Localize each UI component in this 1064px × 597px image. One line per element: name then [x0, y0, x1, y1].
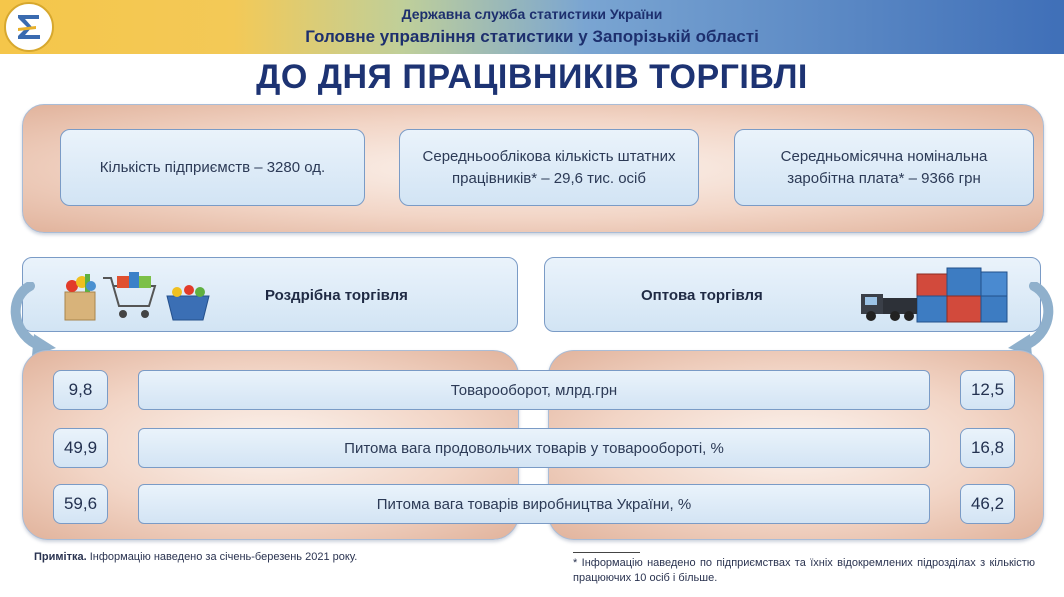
header-banner: Державна служба статистики України Голов… [0, 0, 1064, 54]
indicator-food-share-label: Питома вага продовольчих товарів у товар… [138, 428, 930, 468]
retail-section-header: Роздрібна торгівля [22, 257, 518, 332]
shopping-icon [63, 264, 213, 326]
org-name-line2: Головне управління статистики у Запорізь… [305, 27, 759, 46]
kpi-average-salary: Середньомісячна номінальна заробітна пла… [734, 129, 1034, 206]
retail-section-label: Роздрібна торгівля [265, 287, 408, 304]
retail-ukrainian-goods-value: 59,6 [53, 484, 108, 524]
page-title: ДО ДНЯ ПРАЦІВНИКІВ ТОРГІВЛІ [256, 58, 808, 96]
note: Примітка. Інформацію наведено за січень-… [34, 551, 357, 563]
truck-containers-icon [859, 264, 1009, 328]
wholesale-turnover-value: 12,5 [960, 370, 1015, 410]
retail-curved-arrow-icon [10, 282, 56, 356]
wholesale-section-header: Оптова торгівля [544, 257, 1041, 332]
retail-turnover-value: 9,8 [53, 370, 108, 410]
kpi-employees-count: Середньооблікова кількість штатних праці… [399, 129, 699, 206]
kpi-enterprises-count: Кількість підприємств – 3280 од. [60, 129, 365, 206]
note-text: Інформацію наведено за січень-березень 2… [86, 551, 358, 563]
footnote: * Інформацію наведено по підприємствах т… [573, 557, 1035, 584]
note-label: Примітка. [34, 551, 87, 563]
sigma-logo-icon [4, 2, 54, 52]
retail-food-share-value: 49,9 [53, 428, 108, 468]
indicator-turnover-label: Товарооборот, млрд.грн [138, 370, 930, 410]
wholesale-ukrainian-goods-value: 46,2 [960, 484, 1015, 524]
wholesale-food-share-value: 16,8 [960, 428, 1015, 468]
org-name-line1: Державна служба статистики України [401, 6, 663, 22]
wholesale-section-label: Оптова торгівля [641, 287, 763, 304]
footnote-divider [573, 552, 640, 553]
indicator-ukrainian-goods-label: Питома вага товарів виробництва України,… [138, 484, 930, 524]
